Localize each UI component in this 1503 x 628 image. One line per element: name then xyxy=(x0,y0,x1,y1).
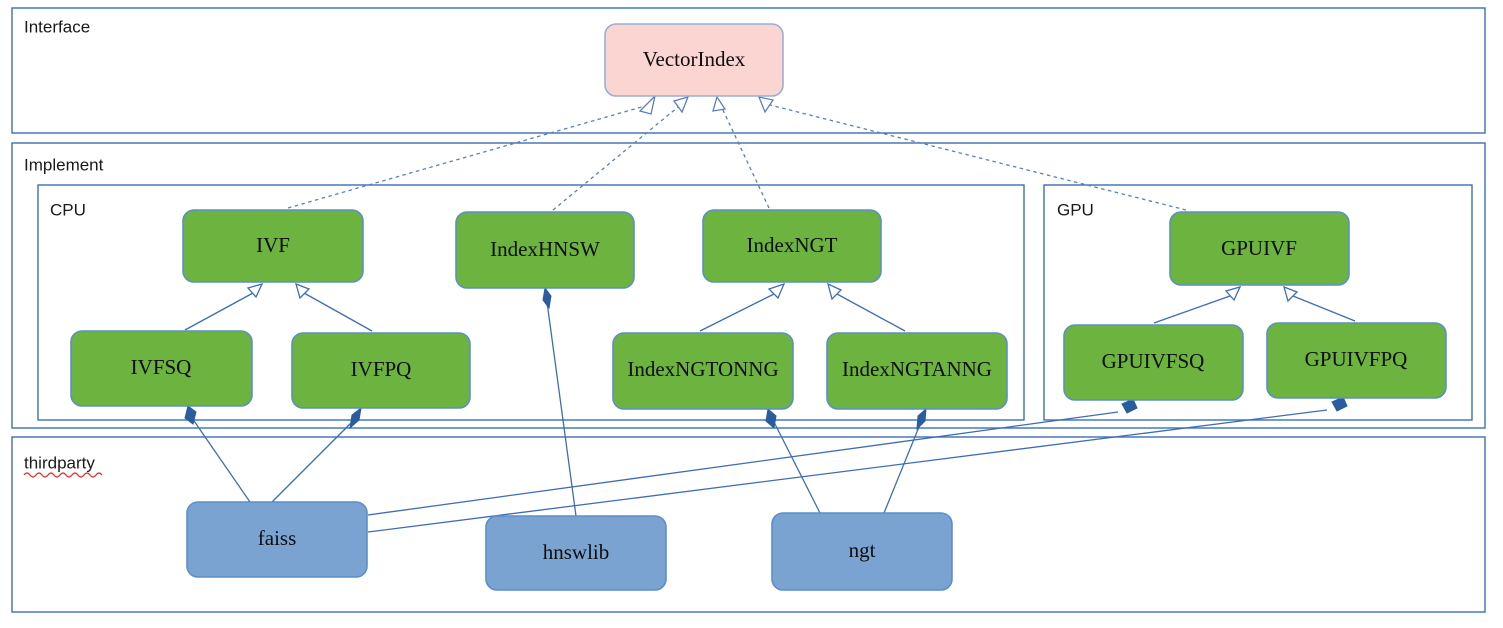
node-label-indexngtanng: IndexNGTANNG xyxy=(842,357,992,381)
edge-gpuivfpq-to-gpuivf xyxy=(1283,285,1356,322)
node-label-gpuivf: GPUIVF xyxy=(1221,236,1297,260)
edge-indexngt-to-vectorindex xyxy=(712,95,770,209)
container-label-implement: Implement xyxy=(24,155,104,174)
edge-faiss-to-ivfsq xyxy=(184,405,251,503)
node-label-ivfpq: IVFPQ xyxy=(351,357,412,381)
node-gpuivfpq[interactable]: GPUIVFPQ xyxy=(1266,322,1447,399)
node-label-ngt: ngt xyxy=(849,538,876,562)
edge-indexngtanng-to-indexngt xyxy=(827,282,906,332)
node-indexngtanng[interactable]: IndexNGTANNG xyxy=(826,332,1008,410)
edge-indexngtonng-to-indexngt xyxy=(699,282,786,332)
spellcheck-underline-thirdparty xyxy=(23,472,103,478)
node-label-faiss: faiss xyxy=(258,526,297,550)
node-label-indexhnsw: IndexHNSW xyxy=(490,237,600,261)
node-label-ivf: IVF xyxy=(256,233,290,257)
container-label-gpu: GPU xyxy=(1057,200,1094,219)
node-indexhnsw[interactable]: IndexHNSW xyxy=(455,211,635,289)
node-label-gpuivfsq: GPUIVFSQ xyxy=(1102,349,1205,373)
container-label-interface: Interface xyxy=(24,17,90,36)
node-label-gpuivfpq: GPUIVFPQ xyxy=(1305,347,1408,371)
edge-faiss-to-gpuivfpq xyxy=(367,396,1348,533)
node-label-indexngt: IndexNGT xyxy=(747,233,838,257)
node-gpuivfsq[interactable]: GPUIVFSQ xyxy=(1063,324,1244,401)
node-ngt[interactable]: ngt xyxy=(771,512,953,591)
node-vectorindex[interactable]: VectorIndex xyxy=(604,23,784,97)
node-indexngt[interactable]: IndexNGT xyxy=(702,209,882,283)
node-indexngtonng[interactable]: IndexNGTONNG xyxy=(612,332,794,410)
edge-ivfpq-to-ivf xyxy=(295,282,373,332)
edge-gpuivf-to-vectorindex xyxy=(757,96,1187,211)
node-ivfpq[interactable]: IVFPQ xyxy=(291,332,471,409)
container-label-cpu: CPU xyxy=(50,200,86,219)
node-label-indexngtonng: IndexNGTONNG xyxy=(627,357,778,381)
edge-hnswlib-to-indexhnsw xyxy=(542,286,577,517)
edge-ngt-to-indexngtanng xyxy=(883,407,927,514)
edge-ivf-to-vectorindex xyxy=(287,93,657,209)
edge-gpuivfsq-to-gpuivf xyxy=(1153,285,1242,324)
node-ivf[interactable]: IVF xyxy=(182,209,364,283)
edge-ngt-to-indexngtonng xyxy=(765,408,821,514)
node-gpuivf[interactable]: GPUIVF xyxy=(1169,211,1350,286)
edge-ivfsq-to-ivf xyxy=(184,282,264,331)
node-label-vectorindex: VectorIndex xyxy=(643,47,746,71)
node-label-hnswlib: hnswlib xyxy=(543,540,610,564)
container-label-thirdparty: thirdparty xyxy=(24,453,95,472)
edge-faiss-to-gpuivfsq xyxy=(367,398,1138,516)
node-label-ivfsq: IVFSQ xyxy=(131,355,192,379)
node-ivfsq[interactable]: IVFSQ xyxy=(70,330,253,407)
edge-faiss-to-ivfpq xyxy=(271,406,362,503)
node-faiss[interactable]: faiss xyxy=(186,501,368,578)
edge-indexhnsw-to-vectorindex xyxy=(552,96,690,211)
node-hnswlib[interactable]: hnswlib xyxy=(485,515,667,591)
